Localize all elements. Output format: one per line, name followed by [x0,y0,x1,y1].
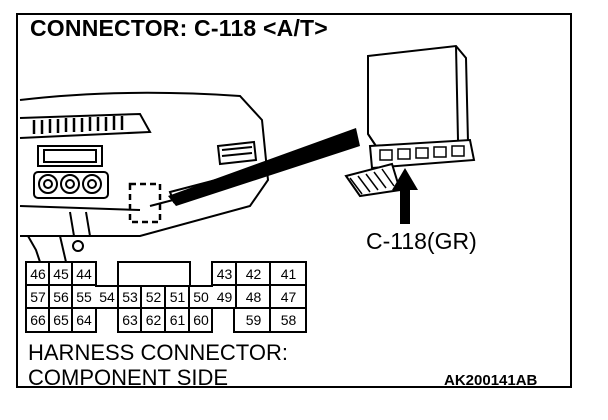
pin-label: 45 [53,266,69,282]
leader-wedge [168,128,360,206]
pin-label: 59 [245,312,262,328]
pin-label: 62 [145,312,162,328]
ecu-module [344,44,476,198]
pin-label: 64 [76,312,92,328]
pin-label: 49 [216,289,233,305]
pin-label: 66 [30,312,46,328]
pointer-arrow [392,168,418,224]
figure-code: AK200141AB [444,372,538,389]
pin-label: 60 [193,312,209,328]
caption-line-1: HARNESS CONNECTOR: [28,340,288,365]
module-location-outline [128,182,162,224]
pin-label: 65 [53,312,69,328]
harness-caption: HARNESS CONNECTOR: COMPONENT SIDE [28,340,288,390]
pin-label: 51 [169,289,186,305]
connector-face [25,261,307,333]
pin-label: 44 [76,266,92,282]
pin-label: 42 [245,266,262,282]
caption-line-2: COMPONENT SIDE [28,365,229,390]
pin-label: 52 [145,289,162,305]
pin-label: 48 [245,289,262,305]
dashboard-illustration [19,91,270,263]
pin-label: 55 [76,289,92,305]
pin-label: 50 [193,289,209,305]
pin-label: 63 [122,312,138,328]
pin-label: 61 [169,312,186,328]
pin-label: 41 [280,266,297,282]
pin-label: 56 [53,289,69,305]
pin-label: 54 [99,289,115,305]
pin-label: 47 [280,289,297,305]
pin-label: 57 [30,289,46,305]
diagram-title: CONNECTOR: C-118 <A/T> [30,15,328,41]
pin-label: 53 [122,289,138,305]
pin-label: 58 [280,312,297,328]
pin-label: 43 [216,266,233,282]
pin-label: 46 [30,266,46,282]
connector-label: C-118(GR) [366,228,477,254]
diagram-frame [16,13,572,388]
